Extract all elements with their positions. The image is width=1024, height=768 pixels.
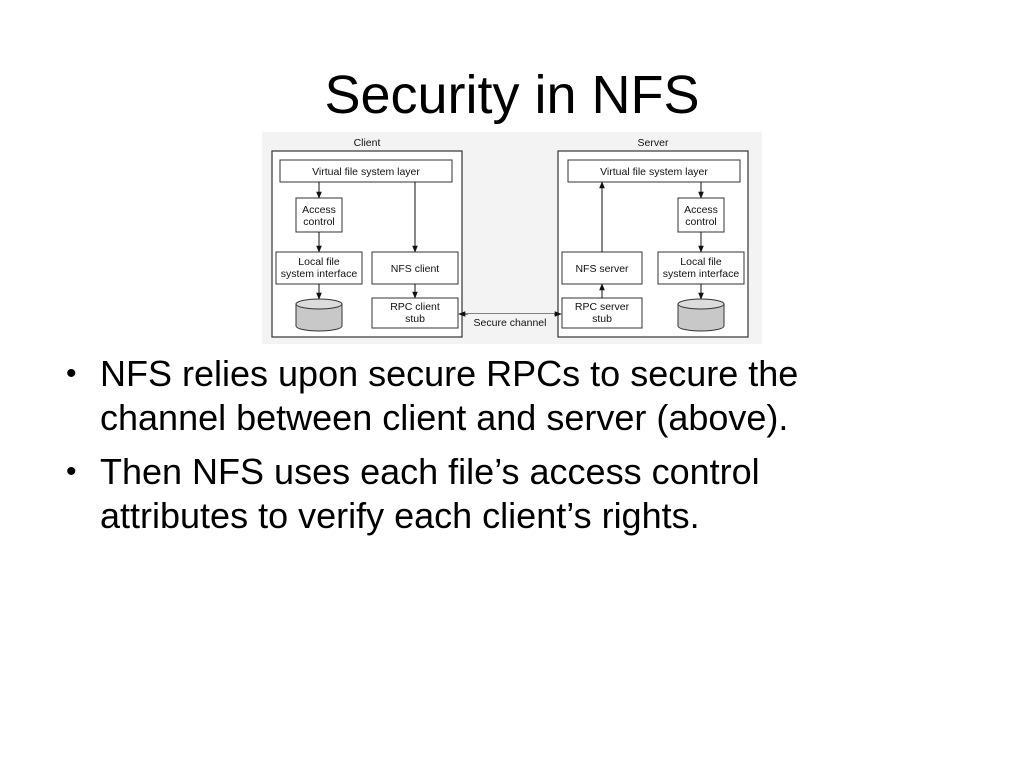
- bullet-list: • NFS relies upon secure RPCs to secure …: [60, 352, 960, 548]
- rpc-server-stub-box: [561, 297, 643, 329]
- server-access-text-2: control: [685, 216, 717, 228]
- bullet-text-line: Then NFS uses each file’s access control: [100, 451, 760, 492]
- client-local-fs-text-2: system interface: [281, 268, 358, 280]
- client-access-box: [295, 197, 343, 233]
- nfs-server-text: NFS server: [575, 263, 629, 275]
- rpc-client-stub-text-2: stub: [405, 313, 425, 325]
- server-local-fs-text-2: system interface: [663, 268, 740, 280]
- server-access-text-1: Access: [684, 204, 718, 216]
- client-label: Client: [354, 137, 381, 149]
- rpc-server-stub-text-1: RPC server: [575, 301, 630, 313]
- secure-channel-label: Secure channel: [474, 317, 547, 329]
- client-access-text-1: Access: [302, 204, 336, 216]
- rpc-client-stub-box: [371, 297, 459, 329]
- client-vfs-box: [279, 159, 453, 183]
- client-disk-icon: [295, 298, 343, 332]
- client-local-fs-text-1: Local file: [298, 256, 340, 268]
- bullet-glyph: •: [66, 357, 77, 390]
- slide-title: Security in NFS: [324, 65, 700, 125]
- nfs-client-text: NFS client: [391, 263, 440, 275]
- bullet-glyph: •: [66, 455, 77, 488]
- client-access-text-2: control: [303, 216, 335, 228]
- nfs-security-diagram: Client Server Virtual file system layer …: [262, 132, 762, 344]
- bullet-item: • Then NFS uses each file’s access contr…: [60, 450, 960, 538]
- server-local-fs-text-1: Local file: [680, 256, 722, 268]
- bullet-text-line: attributes to verify each client’s right…: [100, 495, 700, 536]
- rpc-server-stub-text-2: stub: [592, 313, 612, 325]
- bullet-item: • NFS relies upon secure RPCs to secure …: [60, 352, 960, 440]
- bullet-text-line: channel between client and server (above…: [100, 397, 789, 438]
- server-vfs-box: [567, 159, 741, 183]
- server-vfs-text: Virtual file system layer: [600, 166, 708, 178]
- server-label: Server: [638, 137, 669, 149]
- server-disk-icon: [677, 298, 725, 332]
- rpc-client-stub-text-1: RPC client: [390, 301, 440, 313]
- bullet-text-line: NFS relies upon secure RPCs to secure th…: [100, 353, 799, 394]
- client-vfs-text: Virtual file system layer: [312, 166, 420, 178]
